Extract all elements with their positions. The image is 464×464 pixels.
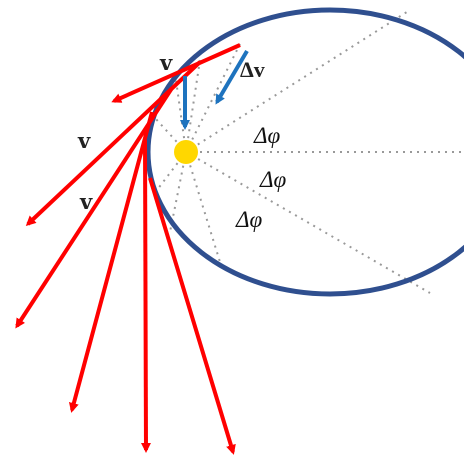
radial-line [175, 79, 187, 153]
radial-line [185, 151, 221, 263]
angle-label: Δφ [235, 207, 262, 232]
velocity-arrow [148, 177, 236, 455]
velocity-label: v [77, 128, 91, 153]
radial-line [185, 151, 431, 294]
velocity-label: v [159, 50, 173, 75]
velocity-vectors [15, 43, 241, 455]
delta-v-arrows [180, 49, 249, 130]
radial-line [185, 59, 201, 153]
orbit-ellipse [145, 7, 464, 297]
velocity-arrow [111, 43, 241, 103]
velocity-arrow [25, 60, 202, 227]
angle-label: Δφ [253, 123, 280, 148]
velocity-arrow [140, 139, 151, 453]
velocity-label: v [79, 189, 93, 214]
delta-v-label: Δv [240, 57, 265, 82]
sun-icon [174, 140, 198, 164]
delta-v-arrow [215, 49, 249, 105]
angle-label: Δφ [259, 167, 286, 192]
velocity-arrow [68, 111, 154, 413]
radial-line [185, 9, 411, 153]
